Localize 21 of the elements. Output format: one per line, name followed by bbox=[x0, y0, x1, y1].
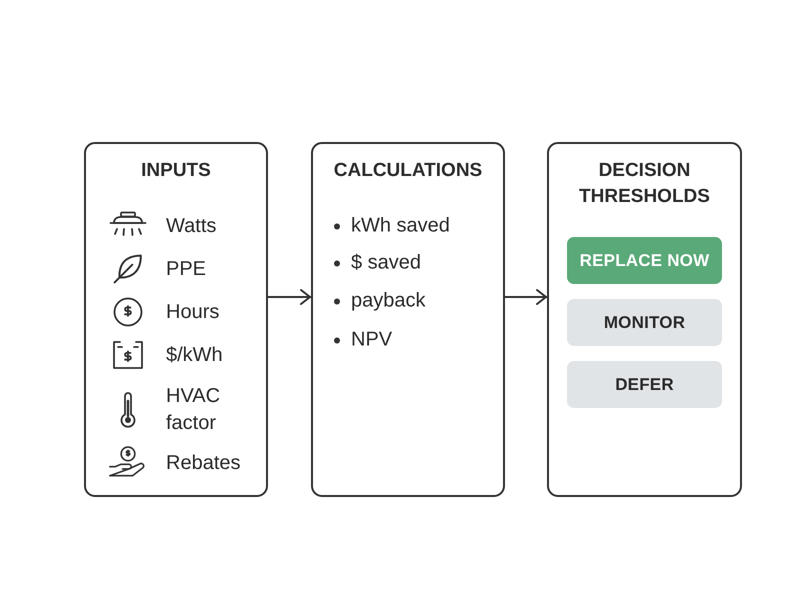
list-item: kWh saved bbox=[351, 214, 450, 238]
column-panel bbox=[84, 142, 268, 497]
item-label: Rebates bbox=[166, 450, 240, 476]
item-label: Watts bbox=[166, 214, 216, 238]
panel-title: DECISION THRESHOLDS bbox=[579, 159, 710, 209]
threshold-tag: REPLACE NOW bbox=[567, 237, 722, 284]
panel-title: CALCULATIONS bbox=[334, 159, 482, 183]
item-label: $/kWh bbox=[166, 342, 223, 368]
item-label: HVAC factor bbox=[166, 384, 222, 436]
list-item: $ saved bbox=[351, 250, 422, 276]
column-panel bbox=[547, 142, 742, 497]
list-item: NPV bbox=[351, 328, 392, 352]
list-item: payback bbox=[351, 288, 426, 314]
arrow bbox=[505, 289, 547, 305]
panel-title: INPUTS bbox=[141, 159, 211, 183]
item-label: Hours bbox=[166, 300, 220, 324]
item-label: PPE bbox=[166, 256, 206, 282]
arrow bbox=[268, 289, 311, 305]
column-panel bbox=[311, 142, 505, 497]
threshold-tag: MONITOR bbox=[567, 299, 722, 346]
threshold-tag: DEFER bbox=[567, 361, 722, 408]
